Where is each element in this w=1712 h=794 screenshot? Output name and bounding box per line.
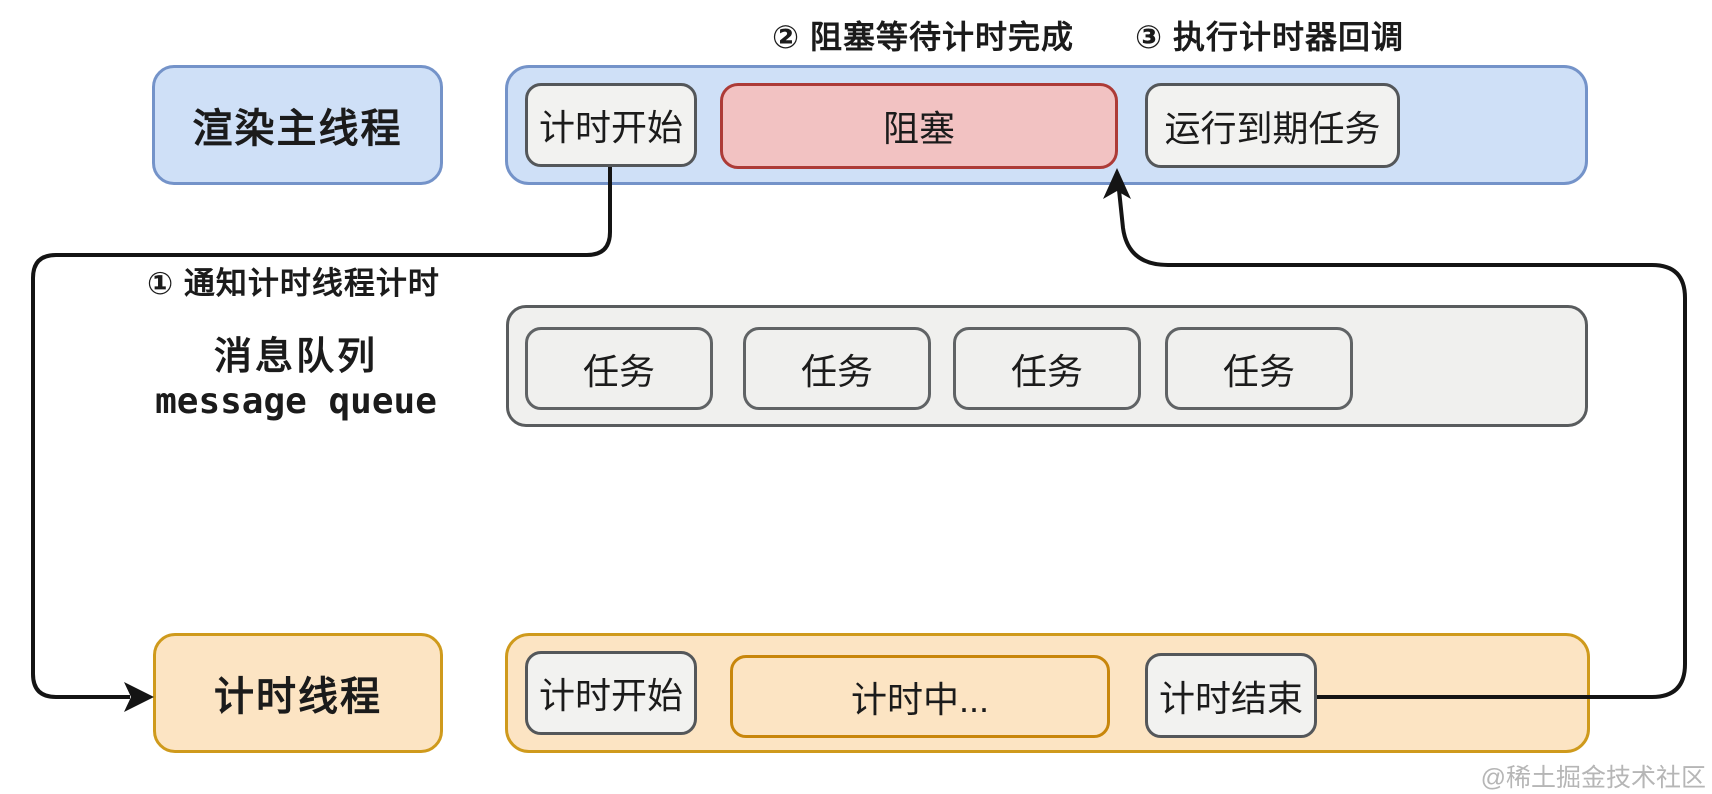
arrowhead-notify-timer-icon xyxy=(124,682,154,712)
timer-start-chip: 计时开始 xyxy=(525,651,697,735)
task-chip: 任务 xyxy=(743,327,931,410)
message-queue-label-zh: 消息队列 xyxy=(213,336,378,378)
message-queue-label-en: message queue xyxy=(155,381,437,422)
arrow-timer-callback xyxy=(1117,189,1687,699)
timer-thread-label: 计时线程 xyxy=(153,633,443,753)
annotation-step3: ③ 执行计时器回调 xyxy=(1135,19,1404,55)
watermark: @稀土掘金技术社区 xyxy=(1480,764,1706,792)
arrow-notify-timer xyxy=(31,167,612,699)
main-timer-start-chip: 计时开始 xyxy=(525,83,697,167)
timer-running-chip: 计时中... xyxy=(730,655,1110,738)
annotation-step2: ② 阻塞等待计时完成 xyxy=(772,19,1074,55)
main-blocked-chip: 阻塞 xyxy=(720,83,1118,169)
main-run-expired-chip: 运行到期任务 xyxy=(1145,83,1400,168)
task-chip: 任务 xyxy=(1165,327,1353,410)
task-chip: 任务 xyxy=(953,327,1141,410)
task-chip: 任务 xyxy=(525,327,713,410)
annotation-step1: ① 通知计时线程计时 xyxy=(147,266,440,301)
message-queue-label: 消息队列 message queue xyxy=(110,334,482,424)
main-thread-label: 渲染主线程 xyxy=(152,65,443,185)
timer-end-chip: 计时结束 xyxy=(1145,653,1317,738)
